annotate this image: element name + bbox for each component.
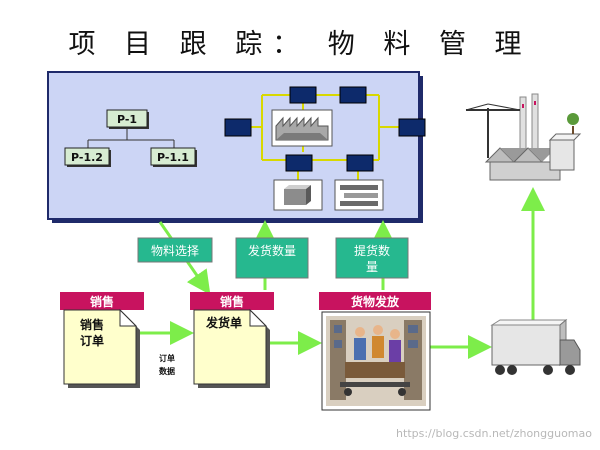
hierarchy-tree: P-1 P-1.2 P-1.1 [64,109,197,167]
navy-node-left[interactable] [224,118,252,137]
node-p-1-2-label: P-1.2 [71,151,103,164]
page-title: 项 目 跟 踪： 物 料 管 理 [68,29,532,60]
sales-header-2: 销售 [220,294,244,309]
navy-node-bottom-right[interactable] [346,154,374,172]
goods-release-header: 货物发放 [351,294,400,309]
truck-image [490,318,581,375]
node-p-1-1-label: P-1.1 [157,151,189,164]
sales-header-1: 销售 [90,294,114,309]
watermark: https://blog.csdn.net/zhongguomao [396,427,592,440]
order-data-label-line2: 数据 [159,366,175,376]
node-p-1-2[interactable]: P-1.2 [64,147,111,167]
sales-order-line2: 订单 [80,333,104,348]
warehouse-people-image [326,316,426,406]
factory-image [465,93,582,181]
label-pickup-qty: 提货数 量 [335,237,409,279]
order-data-label-line1: 订单 [159,353,175,363]
navy-node-bottom-left[interactable] [285,154,313,172]
cube-image [273,179,323,211]
navy-node-top-right[interactable] [339,86,367,104]
label-material-select-text: 物料选择 [151,244,199,258]
node-p-1-1[interactable]: P-1.1 [150,147,197,167]
bars-image [334,179,384,211]
node-p-1[interactable]: P-1 [106,109,149,129]
label-material-select: 物料选择 [137,237,213,263]
label-ship-qty-text: 发货数量 [248,243,296,258]
sales-order-line1: 销售 [80,317,104,332]
navy-node-right[interactable] [398,118,426,137]
label-pickup-qty-line1: 提货数 [354,243,390,258]
factory-roof-image [271,109,333,147]
label-pickup-qty-line2: 量 [366,260,378,274]
navy-node-top-left[interactable] [289,86,317,104]
sales-order-document[interactable]: 销售 销售 订单 [60,292,144,388]
node-p-1-label: P-1 [117,113,137,126]
goods-release-panel[interactable]: 货物发放 [319,292,431,411]
delivery-note-document[interactable]: 销售 发货单 [190,292,274,388]
label-ship-qty: 发货数量 [235,237,309,279]
delivery-note-text: 发货单 [205,315,242,330]
